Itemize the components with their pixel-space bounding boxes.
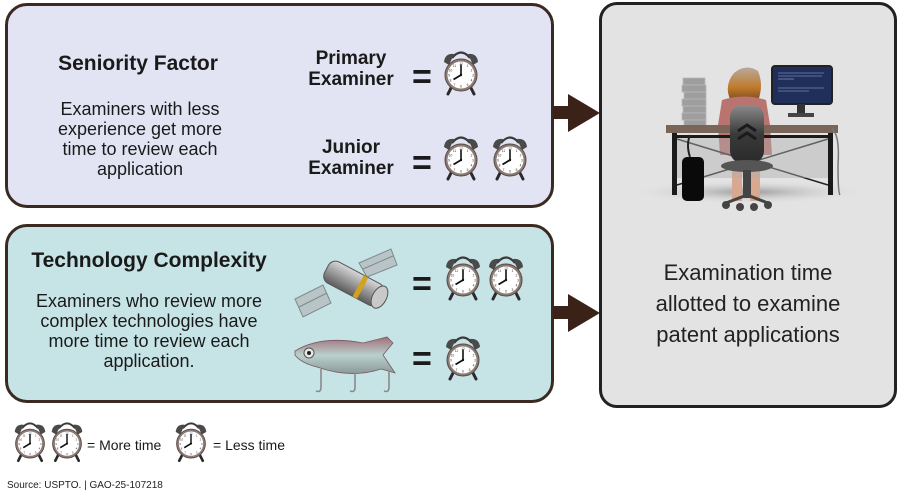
source-note: Source: USPTO. | GAO-25-107218 <box>7 480 163 491</box>
alarm-clock-icon <box>443 331 483 381</box>
alarm-clock-icon <box>49 417 85 463</box>
technology-complexity-panel: Technology Complexity Examiners who revi… <box>5 224 554 403</box>
seniority-description: Examiners with less experience get more … <box>57 99 223 179</box>
alarm-clock-icon <box>441 131 481 181</box>
technology-description: Examiners who review more complex techno… <box>35 291 263 371</box>
satellite-icon <box>293 247 401 319</box>
seniority-factor-panel: Seniority Factor Examiners with less exp… <box>5 3 554 208</box>
alarm-clock-icon <box>486 251 526 301</box>
alarm-clock-icon <box>490 131 530 181</box>
fishing-lure-icon <box>291 333 403 403</box>
equals-sign: = <box>412 265 432 303</box>
equals-sign: = <box>412 58 432 96</box>
primary-examiner-label: Primary Examiner <box>296 48 406 90</box>
alarm-clock-icon <box>443 251 483 301</box>
equals-sign: = <box>412 340 432 378</box>
equals-sign: = <box>412 144 432 182</box>
legend-more-time: = More time <box>87 437 162 453</box>
junior-examiner-line2: Examiner <box>308 158 394 179</box>
result-text: Examination time allotted to examine pat… <box>655 260 841 347</box>
junior-examiner-label: Junior Examiner <box>296 137 406 179</box>
arrow-right-icon <box>553 294 600 332</box>
examination-time-panel: Examination time allotted to examine pat… <box>599 2 897 408</box>
arrow-right-icon <box>553 94 600 132</box>
examiner-at-desk-illustration <box>624 45 874 215</box>
primary-examiner-line2: Examiner <box>308 69 394 90</box>
seniority-title: Seniority Factor <box>58 52 218 75</box>
technology-title: Technology Complexity <box>31 249 267 272</box>
alarm-clock-icon <box>173 417 209 463</box>
junior-examiner-line1: Junior <box>321 137 381 158</box>
primary-examiner-line1: Primary <box>315 48 387 69</box>
alarm-clock-icon <box>12 417 48 463</box>
legend-less-time: = Less time <box>213 437 285 453</box>
alarm-clock-icon <box>441 46 481 96</box>
